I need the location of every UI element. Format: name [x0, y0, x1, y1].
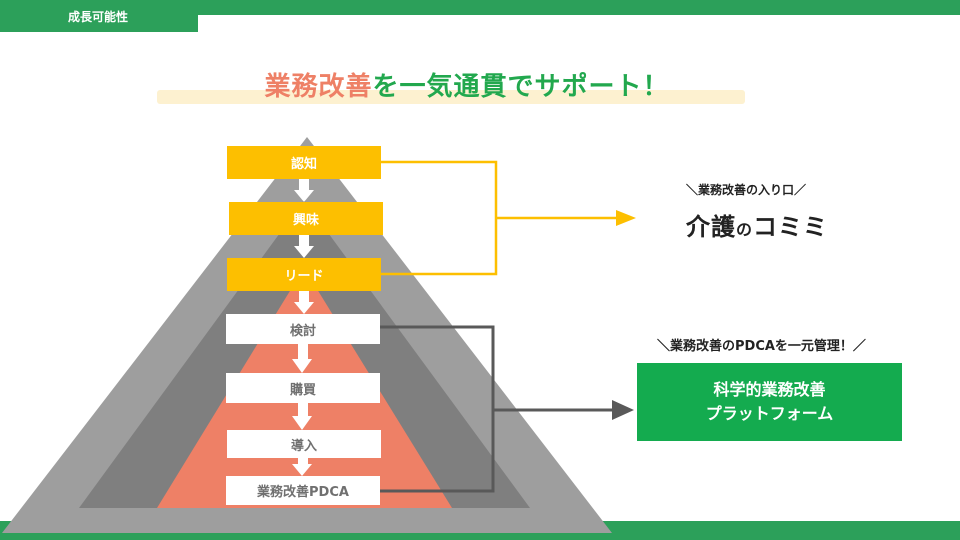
title-highlight	[157, 90, 745, 104]
logo-text-kaigo: 介護	[686, 213, 736, 241]
down-arrow-icon	[292, 344, 312, 373]
down-arrow-icon	[292, 458, 312, 476]
step-lead: リード	[227, 258, 381, 291]
platform-line1: 科学的業務改善	[713, 380, 826, 399]
entry-caption: ＼業務改善の入り口／	[686, 183, 807, 197]
arrow-right-icon	[612, 400, 634, 420]
section-tab: 成長可能性	[0, 0, 198, 32]
header-band	[0, 0, 960, 15]
pdca-connector	[380, 325, 615, 493]
arrow-right-icon	[616, 210, 636, 226]
section-tab-label: 成長可能性	[68, 10, 129, 24]
kaigo-no-komimi-logo: 介護のコミミ	[686, 207, 828, 242]
step-introduction: 導入	[227, 430, 381, 458]
step-interest: 興味	[229, 202, 383, 235]
step-purchase: 購買	[226, 373, 380, 403]
down-arrow-icon	[294, 291, 314, 314]
title-rest-text: を一気通貫でサポート！	[372, 72, 670, 102]
pdca-caption: ＼業務改善のPDCAを一元管理！／	[657, 339, 866, 354]
step-consideration: 検討	[226, 314, 380, 344]
down-arrow-icon	[294, 179, 314, 202]
logo-text-no: の	[736, 220, 754, 239]
step-awareness: 認知	[227, 146, 381, 179]
down-arrow-icon	[292, 403, 312, 430]
page-title: 業務改善を一気通貫でサポート！	[157, 66, 777, 103]
title-highlight-text: 業務改善	[264, 72, 373, 102]
logo-text-komimi: コミミ	[753, 213, 829, 241]
step-pdca: 業務改善PDCA	[226, 476, 380, 505]
platform-line2: プラットフォーム	[705, 404, 834, 423]
marketing-connector	[381, 160, 618, 276]
platform-box: 科学的業務改善 プラットフォーム	[637, 363, 902, 441]
step-arrows	[292, 179, 314, 476]
down-arrow-icon	[294, 235, 314, 258]
